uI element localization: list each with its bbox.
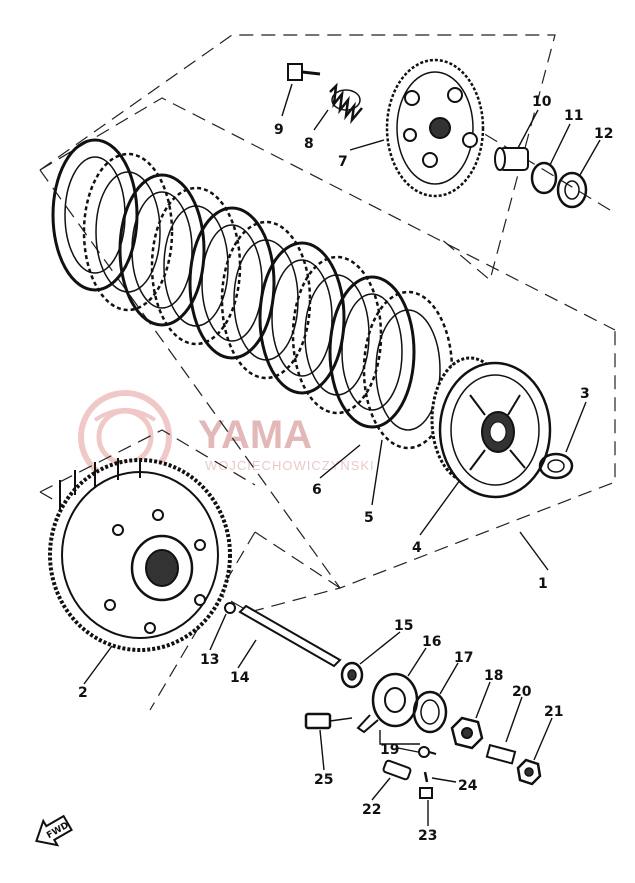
- screw-23: [419, 787, 433, 799]
- bearing: [340, 661, 364, 689]
- screw-25: [304, 712, 353, 730]
- callout-2: 2: [78, 685, 88, 701]
- pressure-plate: [385, 58, 485, 198]
- clutch-spring: [329, 82, 363, 125]
- clutch-housing-group-outline: [39, 429, 256, 493]
- clutch-plate-stack: [51, 138, 454, 450]
- watermark-subtitle: WOJCIECHOWICZYŃSKI: [205, 458, 375, 473]
- pin: [423, 771, 429, 783]
- part-callouts: 1 2 3 4 5 6 7 8 9 10 11 12 13 14 15 16 1…: [78, 94, 613, 844]
- friction-plate: [328, 275, 416, 429]
- callout-20: 20: [512, 684, 532, 700]
- friction-plate: [258, 241, 346, 395]
- washer: [556, 171, 588, 209]
- steel-ball: [224, 602, 236, 614]
- callout-9: 9: [274, 122, 284, 138]
- friction-plate: [118, 173, 206, 327]
- callout-6: 6: [312, 482, 322, 498]
- clutch-pack-group-outline: [39, 169, 616, 589]
- callout-10: 10: [532, 94, 552, 110]
- spring-screw: [287, 63, 321, 81]
- thrust-washer: [538, 452, 574, 480]
- locknut: [516, 758, 542, 786]
- callout-21: 21: [544, 704, 563, 720]
- adjusting-screw: [485, 743, 517, 765]
- push-lever: [356, 672, 419, 734]
- callout-11: 11: [564, 108, 583, 124]
- callout-3: 3: [580, 386, 590, 402]
- watermark-brand: YAMA: [198, 413, 312, 457]
- friction-plate: [188, 206, 276, 360]
- callout-16: 16: [422, 634, 441, 650]
- callout-18: 18: [484, 668, 503, 684]
- callout-5: 5: [364, 510, 374, 526]
- callout-25: 25: [314, 772, 333, 788]
- adjuster: [450, 716, 484, 750]
- callout-15: 15: [394, 618, 413, 634]
- pressure-plate-group-outline: [39, 34, 556, 282]
- circlip: [530, 161, 558, 195]
- forward-arrow-icon: FWD: [35, 814, 73, 847]
- callout-4: 4: [412, 540, 422, 556]
- callout-22: 22: [362, 802, 381, 818]
- callout-14: 14: [230, 670, 250, 686]
- callout-19: 19: [380, 742, 399, 758]
- callout-13: 13: [200, 652, 219, 668]
- callout-17: 17: [454, 650, 473, 666]
- callout-24: 24: [458, 778, 478, 794]
- leader-lines: [83, 83, 601, 826]
- push-rod-short: [494, 147, 529, 171]
- callout-1: 1: [538, 576, 548, 592]
- primary-driven-gear: [48, 458, 232, 652]
- callout-23: 23: [418, 828, 437, 844]
- callout-8: 8: [304, 136, 314, 152]
- callout-12: 12: [594, 126, 613, 142]
- dowel-pin: [382, 759, 412, 781]
- screw-19: [418, 746, 437, 758]
- callout-7: 7: [338, 154, 348, 170]
- clutch-boss: [430, 356, 552, 499]
- clutch-plate: [82, 152, 174, 312]
- oil-seal: [412, 690, 448, 734]
- push-rod-long: [238, 604, 342, 668]
